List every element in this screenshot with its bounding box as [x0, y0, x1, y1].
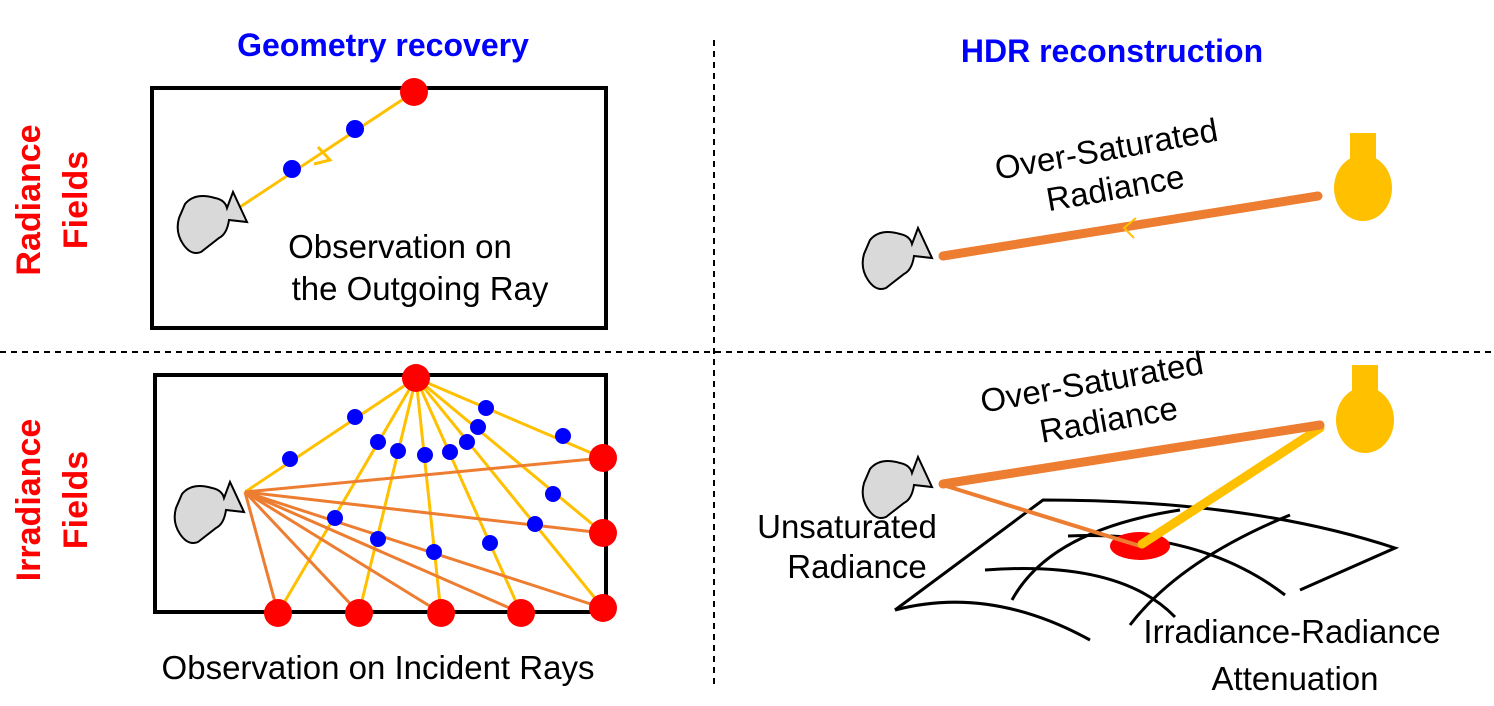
row-label-irradiance-fields: Irradiance Fields [10, 419, 95, 582]
incident-rays [244, 376, 605, 614]
panel-radiance-hdr: Over-Saturated Radiance [861, 111, 1392, 290]
incident-ray [415, 376, 604, 535]
observed-ray [243, 491, 280, 614]
incident-ray [414, 377, 605, 609]
incident-ray [244, 376, 417, 494]
row-label-radiance-fields: Radiance Fields [10, 124, 95, 275]
arrow-icon [1122, 217, 1137, 239]
attenuation-label-line2: Attenuation [1212, 660, 1379, 697]
observed-ray [244, 490, 604, 535]
observed-ray [243, 490, 361, 615]
caption-line2: the Outgoing Ray [292, 270, 549, 307]
scene-box [153, 373, 608, 614]
observed-rays [243, 456, 604, 615]
caption-line1: Observation on [288, 228, 512, 265]
sample-points [282, 400, 571, 560]
saturated-ray [938, 420, 1325, 489]
row-label-line2: Fields [57, 151, 95, 249]
incident-ray [276, 377, 418, 614]
surface-point [400, 78, 428, 106]
sample-point [283, 160, 301, 178]
unsaturated-ray [942, 483, 1141, 548]
outgoing-ray [239, 90, 415, 209]
incident-ray [415, 376, 604, 460]
incident-ray [357, 377, 418, 614]
observed-ray [244, 456, 604, 494]
observed-ray [244, 490, 604, 610]
arrow-icon [313, 145, 333, 166]
column-title-hdr: HDR reconstruction [961, 33, 1263, 69]
surface-points [264, 364, 617, 627]
scene-box [150, 86, 608, 330]
sample-point [346, 120, 364, 138]
panel-irradiance-hdr: Over-Saturated Radiance Unsaturated Radi… [757, 344, 1440, 697]
light-bulb-icon [1336, 365, 1394, 453]
panel-radiance-geometry: Observation on the Outgoing Ray [150, 78, 608, 330]
incident-ray [414, 377, 443, 614]
row-label-line1: Radiance [10, 124, 48, 275]
incident-ray [1137, 423, 1325, 549]
incident-ray [414, 377, 523, 614]
column-title-geometry: Geometry recovery [237, 27, 529, 63]
caption: Observation on Incident Rays [162, 649, 595, 686]
observed-ray [244, 490, 522, 615]
camera-icon [861, 227, 933, 290]
unsat-label-line1: Unsaturated [757, 508, 937, 545]
camera-icon [176, 191, 248, 254]
attenuation-label-line1: Irradiance-Radiance [1143, 613, 1440, 650]
camera-icon [173, 481, 245, 544]
observed-ray [244, 490, 442, 615]
panel-irradiance-geometry: Observation on Incident Rays [153, 364, 617, 686]
unsat-label-line2: Radiance [787, 548, 926, 585]
row-label-line2: Fields [57, 451, 95, 549]
saturated-ray [938, 191, 1323, 261]
row-label-line1: Irradiance [10, 419, 48, 582]
light-bulb-icon [1334, 133, 1392, 221]
